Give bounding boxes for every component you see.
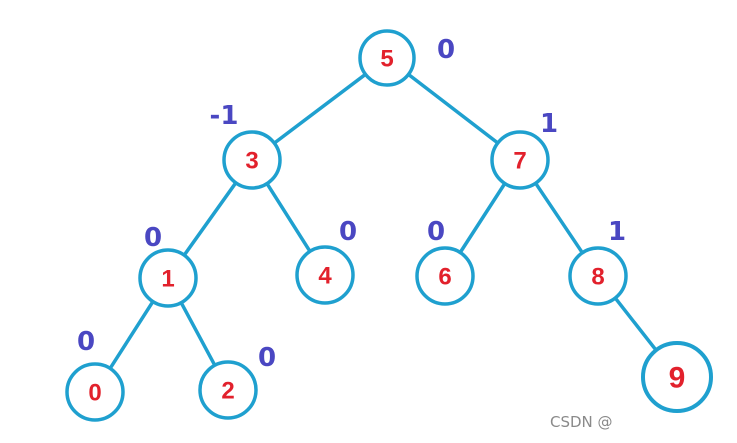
edge-n3-n1 (182, 181, 238, 257)
node-value: 8 (591, 264, 604, 291)
tree-node-3: 3 (222, 130, 282, 190)
edge-n3-n4 (265, 181, 312, 254)
edge-n5-n3 (272, 72, 368, 145)
tree-node-4: 4 (295, 245, 355, 305)
balance-factors-layer: 0 -1 1 0 0 0 1 0 0 (77, 35, 626, 373)
tree-node-6: 6 (415, 246, 475, 306)
tree-node-2: 2 (198, 360, 258, 420)
balance-factor-3: -1 (210, 101, 239, 131)
tree-node-8: 8 (568, 246, 628, 306)
edge-n8-n9 (613, 296, 658, 352)
edges-layer (108, 72, 658, 371)
balance-factor-4: 0 (339, 217, 357, 247)
node-circle (295, 245, 355, 305)
node-value: 5 (380, 46, 393, 73)
watermark: CSDN @ (550, 413, 613, 431)
node-value: 0 (88, 380, 101, 407)
node-circle (490, 130, 550, 190)
node-value: 9 (669, 362, 686, 395)
node-value: 1 (161, 266, 174, 293)
node-value: 4 (318, 263, 332, 290)
tree-node-1: 1 (138, 248, 198, 308)
node-circle (641, 341, 713, 413)
node-circle (65, 362, 125, 422)
tree-node-9: 9 (641, 341, 713, 413)
edge-n5-n7 (406, 72, 500, 145)
balance-factor-2: 0 (258, 343, 276, 373)
edge-n7-n6 (458, 181, 507, 255)
node-value: 6 (438, 264, 451, 291)
node-circle (415, 246, 475, 306)
edge-n1-n2 (179, 300, 217, 368)
tree-node-0: 0 (65, 362, 125, 422)
tree-node-5: 5 (358, 29, 416, 87)
node-circle (198, 360, 258, 420)
balance-factor-0: 0 (77, 327, 95, 357)
node-circle (222, 130, 282, 190)
node-value: 2 (221, 378, 234, 405)
balance-factor-5: 0 (437, 35, 455, 65)
node-circle (358, 29, 416, 87)
balance-factor-8: 1 (608, 217, 626, 247)
node-circle (568, 246, 628, 306)
balance-factor-1: 0 (144, 223, 162, 253)
node-value: 3 (245, 148, 258, 175)
balance-factor-6: 0 (427, 217, 445, 247)
node-circle (138, 248, 198, 308)
node-value: 7 (513, 148, 526, 175)
balance-factor-7: 1 (540, 109, 558, 139)
edge-n7-n8 (533, 181, 585, 255)
tree-node-7: 7 (490, 130, 550, 190)
edge-n1-n0 (108, 299, 155, 371)
